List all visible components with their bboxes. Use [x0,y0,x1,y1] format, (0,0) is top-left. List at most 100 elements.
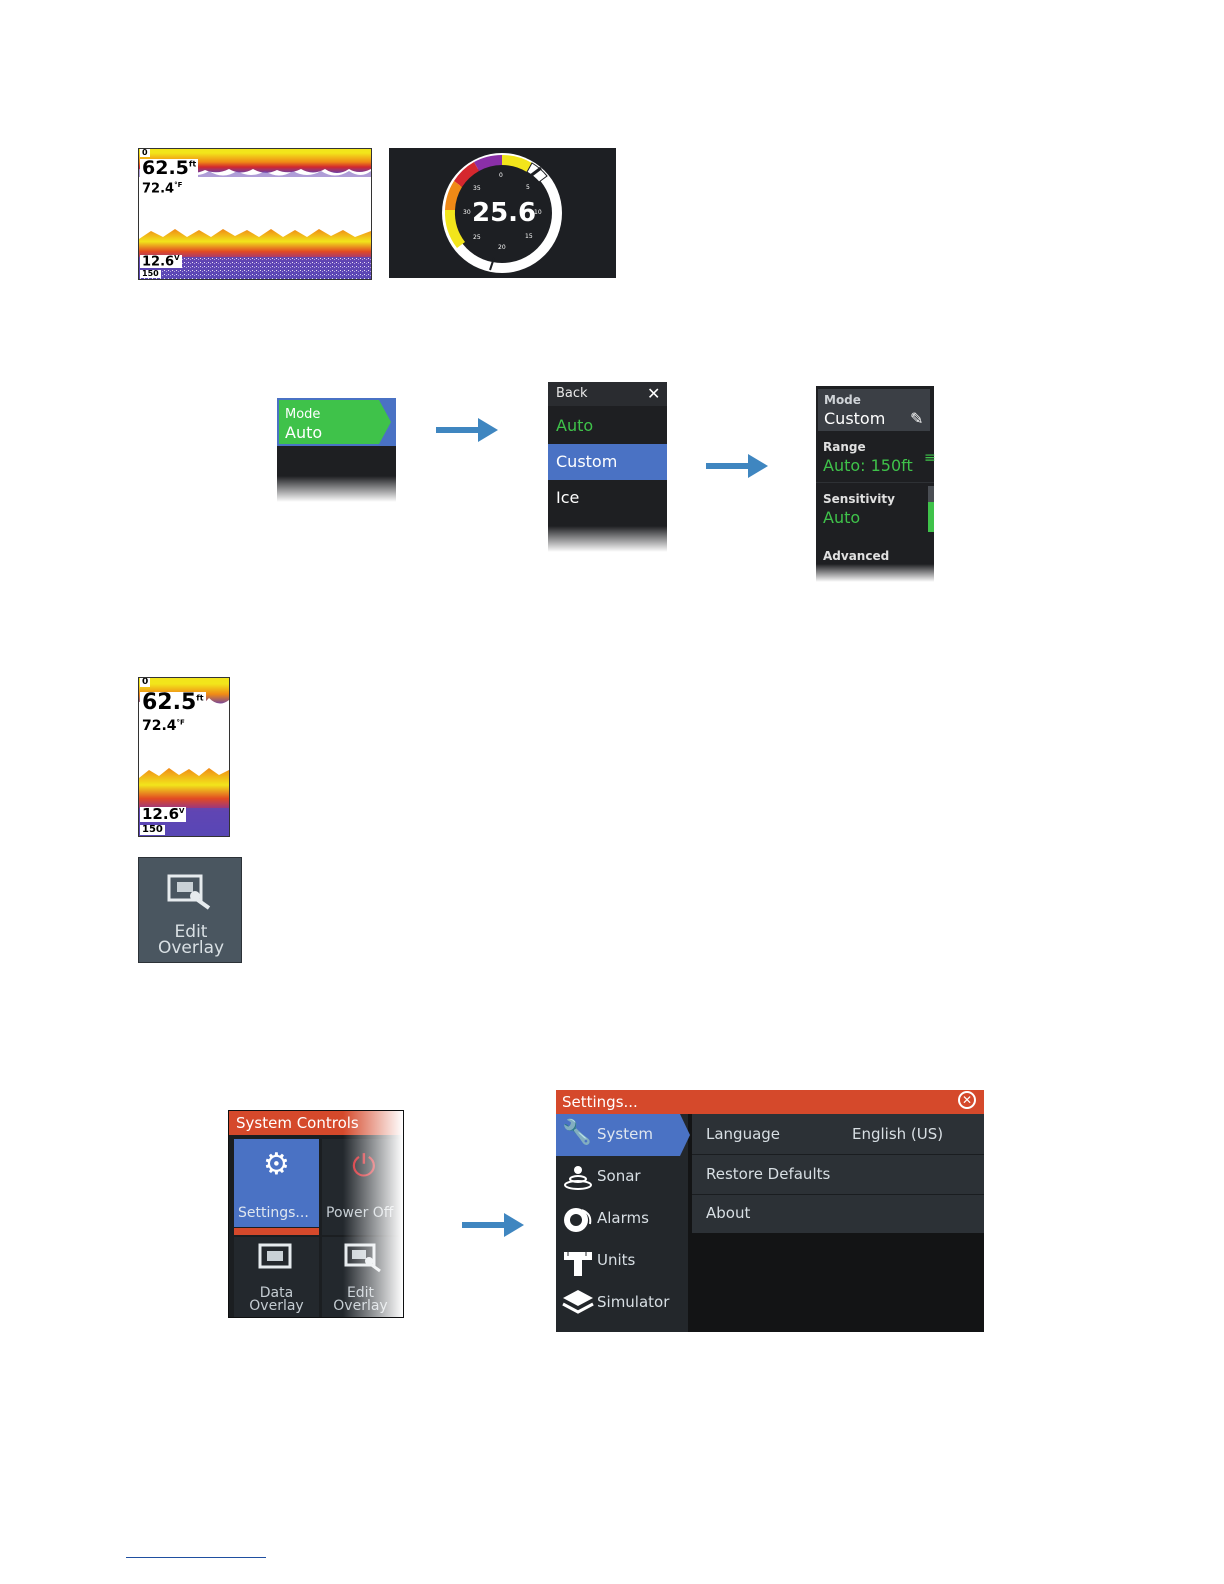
advanced-row[interactable]: Advanced [816,542,934,572]
menu-item-custom-label: Custom [556,452,618,471]
category-system-label: System [597,1125,653,1143]
category-units[interactable]: Units [556,1240,688,1282]
pencil-icon[interactable]: ✎ [910,409,924,428]
back-button[interactable]: Back [556,386,588,401]
arrow-right-icon [462,1213,524,1237]
range-row[interactable]: Range Auto: 150ft ≡ [816,436,936,483]
mode-tile-green-tab [279,400,391,444]
sonar-panel-narrow: 0 62.5ft 72.4°F 12.6V 150 [138,677,230,837]
sonar-bottom-range-label: 150 [140,824,165,835]
system-controls-panel: System Controls ⚙ Settings... ⏻ Power Of… [228,1110,404,1318]
mode-row-value: Custom [824,409,886,428]
ruler-icon [564,1252,592,1276]
temperature-unit: °F [174,181,183,189]
language-value: English (US) [852,1125,944,1143]
list-icon: ≡ [924,450,936,466]
settings-dialog: Settings... ✕ 🔧 System Sonar Alarms [556,1090,984,1332]
data-overlay-tile[interactable]: Data Overlay [234,1237,319,1317]
settings-dialog-title: Settings... [562,1093,638,1111]
edit-overlay-label-line2: Overlay [157,938,225,958]
settings-row-about[interactable]: About [692,1195,984,1233]
category-sonar-label: Sonar [597,1167,641,1185]
sensitivity-row[interactable]: Sensitivity Auto [816,486,928,532]
category-simulator-label: Simulator [597,1293,670,1311]
temperature-value: 72.4 [142,181,175,197]
voltage-value: 12.6 [142,254,175,270]
depth-value: 62.5 [142,157,189,179]
voltage-unit: V [179,807,185,815]
about-label: About [706,1204,751,1222]
sensitivity-row-value: Auto [823,508,861,527]
gear-icon: ⚙ [263,1147,290,1182]
wrench-icon: 🔧 [562,1118,592,1146]
footer-rule [126,1557,266,1558]
dial-tick-20: 20 [498,244,506,251]
temperature-unit: °F [176,718,185,727]
depth-readout: 62.5ft [140,157,199,179]
system-controls-title: System Controls [236,1114,359,1132]
mode-row-title: Mode [824,393,861,407]
settings-tile-underline [234,1228,319,1235]
dial-value: 25.6 [472,198,537,228]
settings-row-restore-defaults[interactable]: Restore Defaults [692,1155,984,1195]
settings-tile[interactable]: ⚙ Settings... [234,1139,319,1227]
menu-item-ice-label: Ice [556,488,580,507]
mode-tile-value: Auto [285,423,323,442]
voltage-readout: 12.6V [140,254,182,270]
category-alarms[interactable]: Alarms [556,1198,688,1240]
mode-row[interactable]: Mode Custom ✎ [818,389,930,431]
menu-item-custom[interactable]: Custom [548,444,667,480]
depth-unit: ft [188,159,197,169]
edit-overlay-icon [167,874,211,910]
sonar-panel-wide: 0 62.5ft 72.4°F 12.6V 150 [138,148,372,280]
settings-dialog-header: Settings... ✕ [556,1090,984,1114]
data-overlay-label-line1: Data [259,1285,294,1301]
range-row-value: Auto: 150ft [823,456,913,475]
restore-defaults-label: Restore Defaults [706,1165,831,1183]
dial-graphic [442,153,562,273]
category-units-label: Units [597,1251,636,1269]
voltage-unit: V [174,254,180,262]
close-icon[interactable]: ✕ [647,384,661,403]
settings-panel-fade [816,564,934,582]
voltage-readout: 12.6V [140,805,187,823]
category-system[interactable]: 🔧 System [556,1114,690,1156]
sonar-settings-panel: Mode Custom ✎ Range Auto: 150ft ≡ Sensit… [816,386,936,582]
menu-item-ice[interactable]: Ice [548,482,667,516]
menu-item-auto[interactable]: Auto [548,410,667,444]
data-overlay-icon [258,1243,292,1269]
sonar-top-range-label: 0 [140,148,150,157]
range-row-title: Range [823,440,866,454]
mode-tile-fade [277,476,396,502]
category-alarms-label: Alarms [597,1209,649,1227]
language-label: Language [706,1125,781,1143]
voltage-value: 12.6 [142,805,180,823]
dial-tick-0: 0 [499,172,503,179]
category-simulator[interactable]: Simulator [556,1282,688,1324]
category-sonar[interactable]: Sonar [556,1156,688,1198]
system-controls-fade [343,1111,403,1317]
sensitivity-slider[interactable] [928,486,934,532]
mode-menu-header: Back ✕ [548,382,667,406]
menu-item-auto-label: Auto [556,416,594,435]
settings-row-language[interactable]: Language English (US) [692,1114,984,1155]
mode-tile-title: Mode [285,407,321,422]
settings-tile-label: Settings... [238,1205,309,1221]
edit-overlay-label-line1: Edit [174,922,208,942]
layers-icon [562,1290,594,1314]
close-icon[interactable]: ✕ [958,1091,976,1109]
data-overlay-label-line2: Overlay [249,1298,304,1314]
sonar-icon [564,1166,592,1190]
alarm-bell-icon [564,1208,592,1232]
sonar-bottom-range-label: 150 [140,269,161,278]
depth-readout: 62.5ft [140,692,206,714]
mode-tile[interactable]: Mode Auto [277,398,396,502]
temperature-readout: 72.4°F [140,719,187,733]
temperature-readout: 72.4°F [140,181,185,197]
depth-unit: ft [196,693,204,703]
category-system-highlight [556,1114,690,1156]
edit-overlay-button[interactable]: Edit Overlay [138,857,242,963]
arrow-right-icon [706,454,768,478]
sensitivity-slider-fill [928,502,934,532]
sensitivity-row-title: Sensitivity [823,492,895,506]
